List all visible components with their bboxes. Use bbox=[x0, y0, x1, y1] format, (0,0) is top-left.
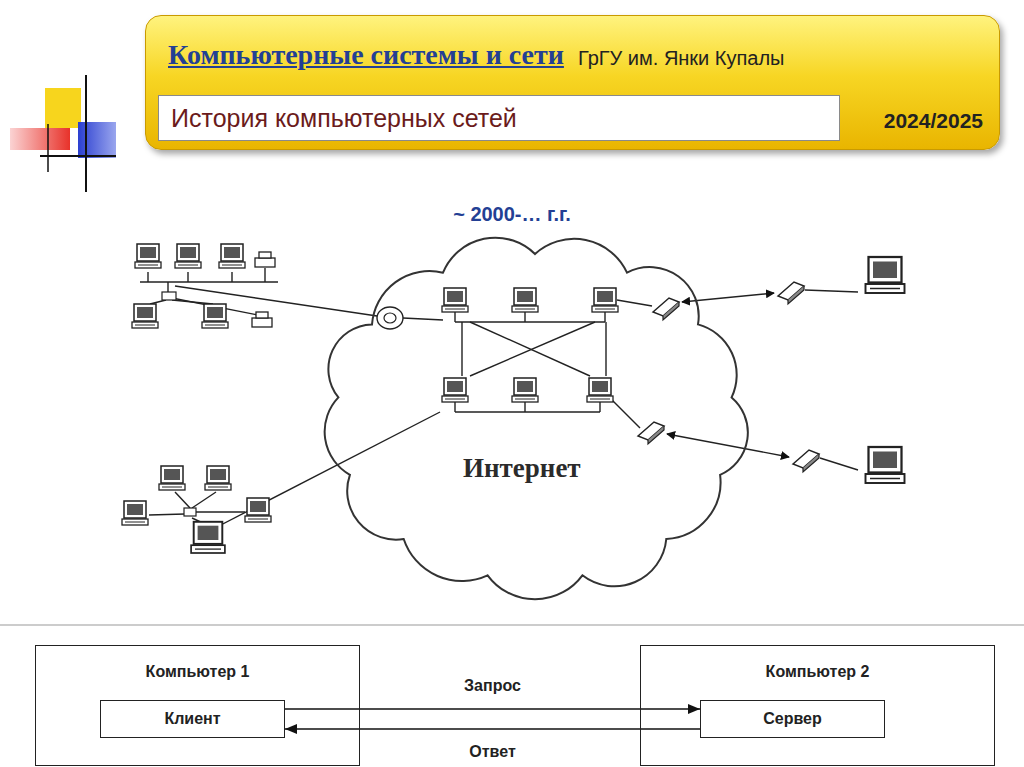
header-banner: Компьютерные системы и сети ГрГУ им. Янки… bbox=[145, 15, 1000, 150]
network-links bbox=[0, 268, 1024, 625]
period-label: ~ 2000-… г.г. bbox=[453, 203, 571, 226]
node-text: История компьютерных сетей bbox=[171, 103, 517, 133]
computer-box: Компьютер 1 Клиент bbox=[35, 645, 360, 766]
node-text: 2024/2025 bbox=[884, 108, 983, 133]
cloud-shape bbox=[325, 238, 748, 600]
node-text: Сервер bbox=[763, 709, 822, 728]
topic-box: История компьютерных сетей bbox=[158, 95, 840, 141]
cloud-outline bbox=[315, 232, 755, 602]
node-text: Компьютерные системы и сети bbox=[168, 38, 564, 72]
slide-decoration bbox=[10, 75, 116, 192]
node-text: Интернет bbox=[463, 452, 581, 484]
node-text: ГрГУ им. Янки Купалы bbox=[578, 46, 785, 70]
edge-label: Ответ bbox=[465, 743, 519, 761]
node-text: Компьютер 1 bbox=[36, 662, 359, 681]
node-text: Компьютер 2 bbox=[641, 662, 994, 681]
computer-box: Компьютер 2 Сервер bbox=[640, 645, 995, 766]
process-box: Клиент bbox=[100, 700, 285, 738]
arrow-connector bbox=[285, 728, 700, 730]
arrow-connector bbox=[285, 708, 700, 710]
node-text: Клиент bbox=[164, 709, 220, 728]
network-devices bbox=[122, 244, 905, 553]
edge-label: Запрос bbox=[460, 677, 525, 695]
internet-cloud: Интернет bbox=[315, 232, 755, 602]
process-box: Сервер bbox=[700, 700, 885, 738]
